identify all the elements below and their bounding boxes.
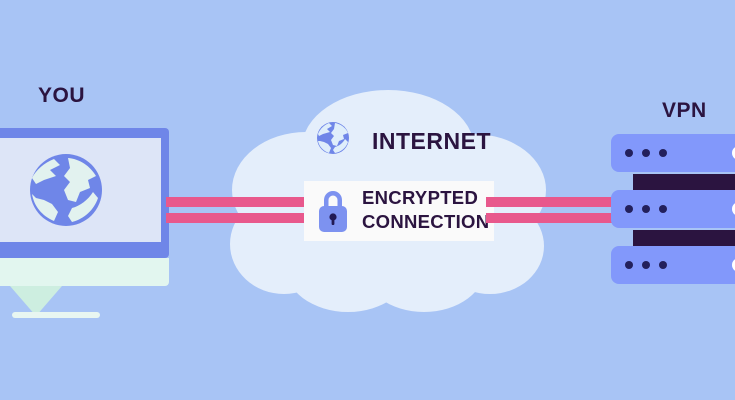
you-label: YOU [38, 84, 86, 107]
encrypted-line-1: ENCRYPTED [362, 187, 479, 208]
encrypted-tunnel-line-upper-cloud-left [232, 197, 310, 207]
server-drive-slot [732, 146, 735, 160]
server-led [625, 149, 633, 157]
encrypted-tunnel-line-upper-left [166, 197, 256, 207]
monitor-stand [10, 286, 62, 316]
server-status-leds [625, 205, 667, 213]
encrypted-tunnel-line-lower-left [166, 213, 256, 223]
server-drive-slot [732, 258, 735, 272]
server-led [659, 205, 667, 213]
encrypted-line-2: CONNECTION [362, 211, 490, 232]
globe-icon [30, 154, 102, 226]
encrypted-tunnel-line-lower-right [486, 213, 616, 223]
vpn-label: VPN [662, 99, 707, 122]
globe-icon [317, 122, 349, 154]
padlock-icon [319, 191, 347, 232]
server-led [625, 205, 633, 213]
server-rack-gap [633, 230, 735, 246]
desktop-monitor-icon [0, 128, 169, 318]
monitor-foot [12, 312, 100, 318]
server-led [642, 149, 650, 157]
server-led [659, 149, 667, 157]
encrypted-tunnel-line-upper-right [486, 197, 616, 207]
encrypted-tunnel-line-lower-cloud-left [232, 213, 310, 223]
monitor-base [0, 258, 169, 286]
server-led [642, 261, 650, 269]
server-drive-slot [732, 202, 735, 216]
server-status-leds [625, 261, 667, 269]
server-rack-icon [611, 134, 735, 284]
monitor-screen [0, 138, 161, 242]
server-status-leds [625, 149, 667, 157]
server-rack-gap [633, 174, 735, 190]
server-led [659, 261, 667, 269]
server-led [642, 205, 650, 213]
internet-label: INTERNET [372, 128, 491, 154]
encrypted-connection-text: ENCRYPTED CONNECTION [362, 186, 494, 234]
server-led [625, 261, 633, 269]
